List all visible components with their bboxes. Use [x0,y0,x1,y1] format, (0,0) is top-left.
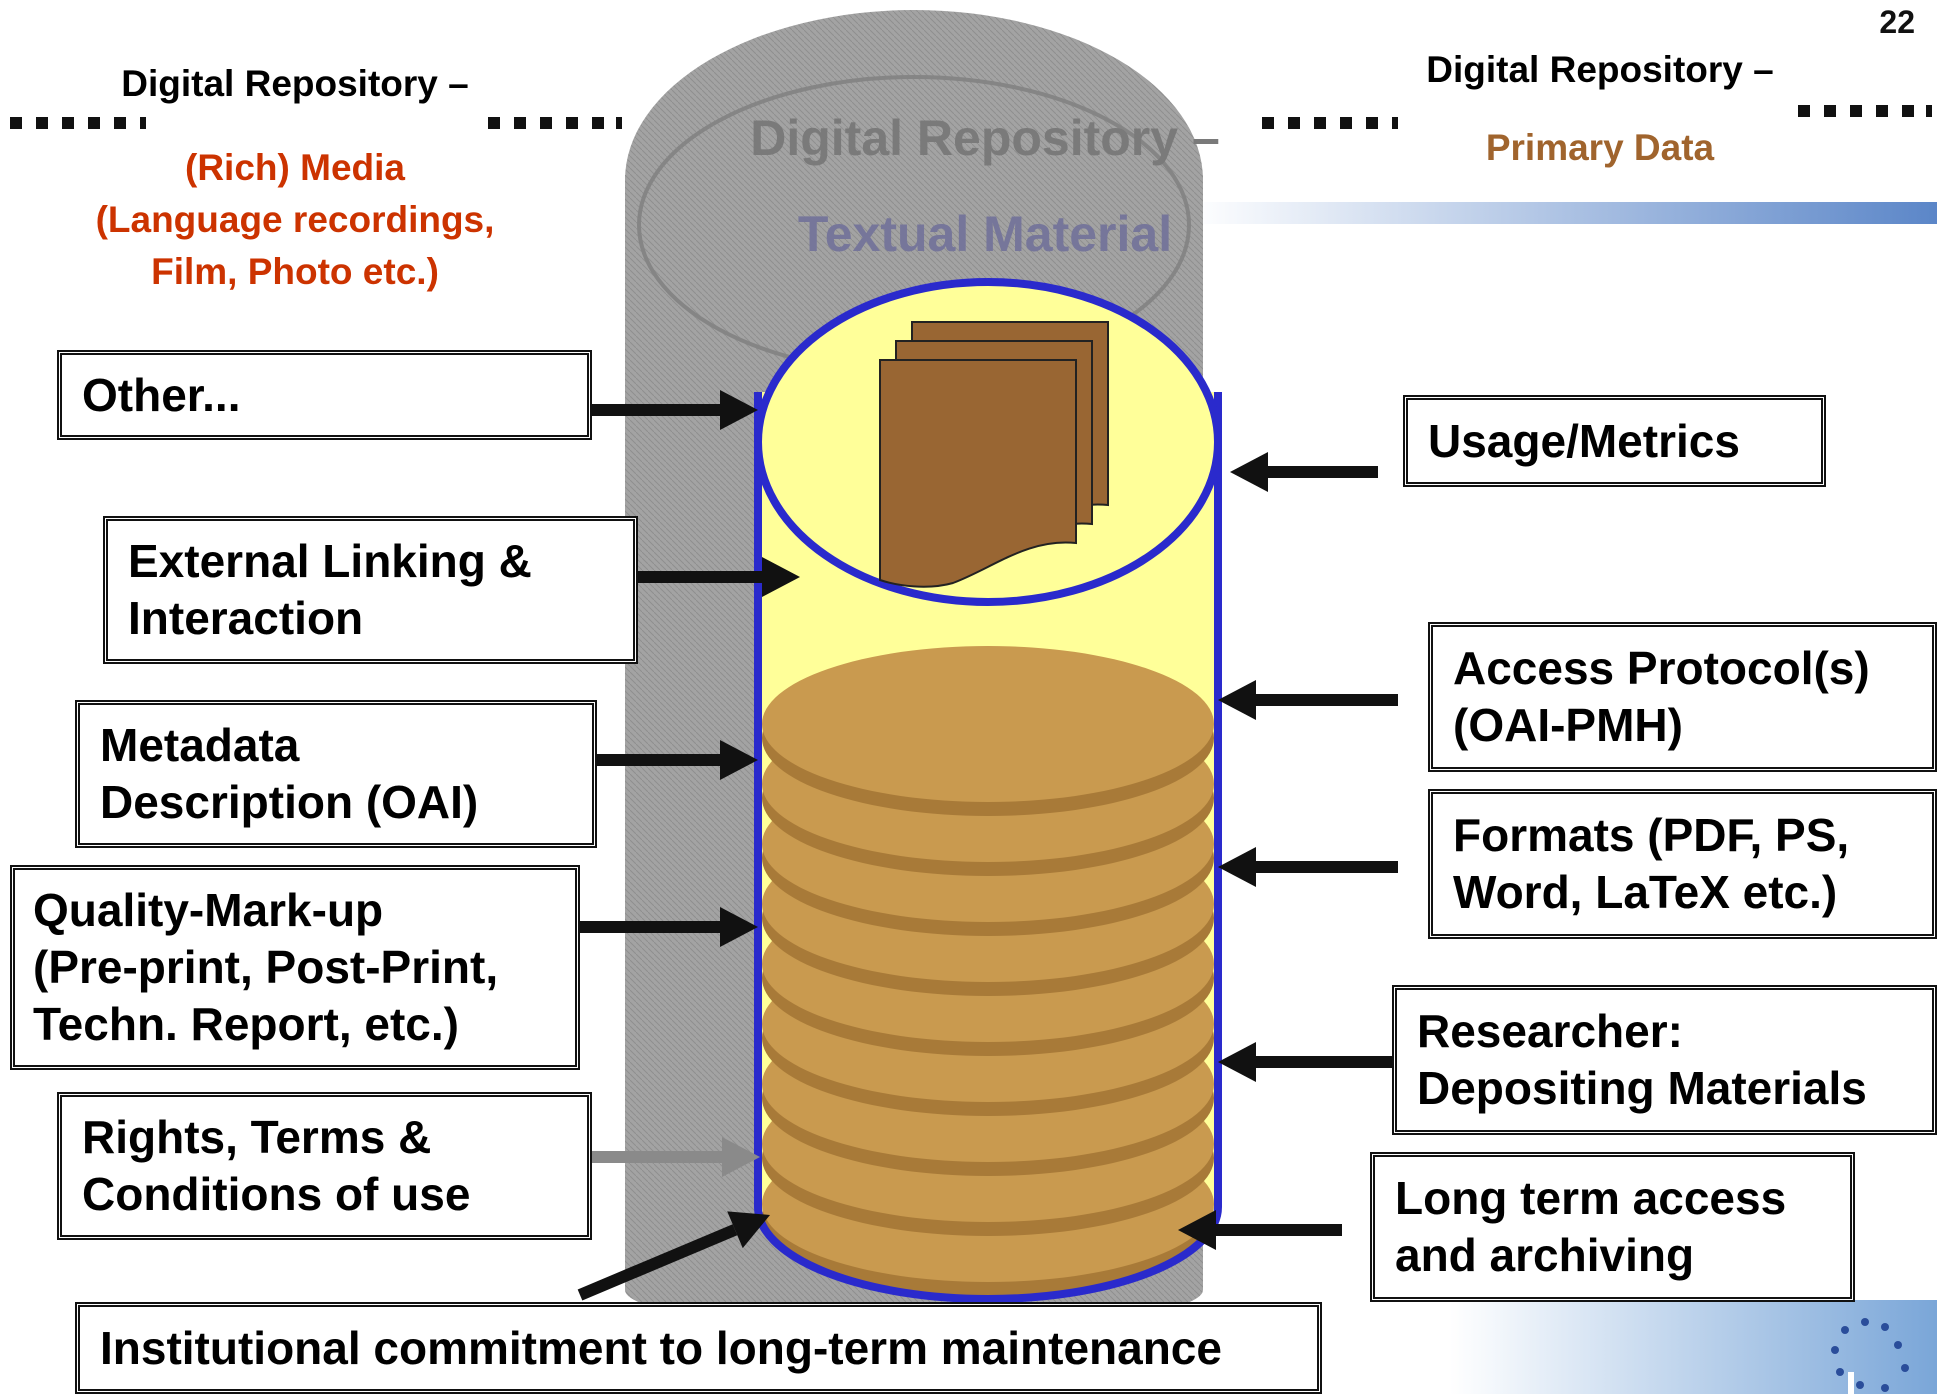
label-formats-line-2: Word, LaTeX etc.) [1453,866,1838,918]
media-line-3: Film, Photo etc.) [151,251,439,292]
label-rights-line-1: Rights, Terms & [82,1111,432,1163]
label-access-protocol-line-2: (OAI-PMH) [1453,699,1683,751]
label-researcher: Researcher: Depositing Materials [1392,985,1937,1135]
cylinder-outline [754,392,1222,1303]
label-long-term: Long term access and archiving [1370,1152,1855,1302]
label-rights-line-2: Conditions of use [82,1168,471,1220]
arrow [1218,847,1398,887]
label-formats: Formats (PDF, PS, Word, LaTeX etc.) [1428,789,1937,939]
slide-number: 22 [1879,4,1915,40]
media-repository-title: Digital Repository – [121,63,469,104]
primary-repository-subtitle: Primary Data [1485,127,1715,168]
label-external-linking-line-2: Interaction [128,592,364,644]
label-quality-markup-line-2: (Pre-print, Post-Print, [33,941,499,993]
label-access-protocol-line-1: Access Protocol(s) [1453,642,1870,694]
arrow [1230,452,1378,492]
media-repository-desc: (Rich) Media (Language recordings, Film,… [45,142,545,298]
label-external-linking-line-1: External Linking & [128,535,532,587]
label-usage-metrics-text: Usage/Metrics [1428,414,1740,467]
label-other-text: Other... [82,368,241,421]
textual-repository-header: Digital Repository – [725,108,1245,168]
media-line-2: (Language recordings, [95,199,495,240]
media-line-1: (Rich) Media [185,147,405,188]
label-access-protocol: Access Protocol(s) (OAI-PMH) [1428,622,1937,772]
footer-accent-bar [1450,1300,1937,1394]
disk-stack [762,646,1214,1296]
arrow [1218,680,1398,720]
document-stack-icon [879,321,1109,588]
label-researcher-line-1: Researcher: [1417,1005,1683,1057]
arrow [1178,1210,1342,1250]
label-metadata: Metadata Description (OAI) [75,700,597,848]
arrow [592,1137,760,1177]
label-researcher-line-2: Depositing Materials [1417,1062,1867,1114]
arrow [578,907,758,947]
label-metadata-line-2: Description (OAI) [100,776,479,828]
label-institutional-commitment: Institutional commitment to long-term ma… [75,1302,1322,1394]
label-quality-markup-line-3: Techn. Report, etc.) [33,998,459,1050]
header-accent-bar [1190,202,1937,224]
label-rights: Rights, Terms & Conditions of use [57,1092,592,1240]
label-usage-metrics: Usage/Metrics [1403,395,1826,487]
logo-icon [1831,1318,1909,1394]
label-long-term-line-2: and archiving [1395,1229,1695,1281]
label-metadata-line-1: Metadata [100,719,300,771]
arrow [597,740,758,780]
media-repository-header: Digital Repository – [55,62,535,106]
label-institutional-commitment-text: Institutional commitment to long-term ma… [100,1321,1222,1374]
label-external-linking: External Linking & Interaction [103,516,638,664]
primary-repository-title: Digital Repository – [1426,49,1774,90]
arrow [635,557,800,597]
dotted-separators [10,105,1932,129]
disk-platter [762,646,1214,816]
label-quality-markup-line-1: Quality-Mark-up [33,884,384,936]
arrows [577,390,1398,1301]
label-long-term-line-1: Long term access [1395,1172,1787,1224]
label-quality-markup: Quality-Mark-up (Pre-print, Post-Print, … [10,865,580,1070]
arrow [590,390,758,430]
textual-repository-title: Digital Repository – [750,110,1220,166]
label-formats-line-1: Formats (PDF, PS, [1453,809,1850,861]
arrow [1218,1042,1398,1082]
textual-repository-subtitle: Textual Material [797,206,1173,262]
arrow [577,1211,770,1301]
label-other: Other... [57,350,592,440]
